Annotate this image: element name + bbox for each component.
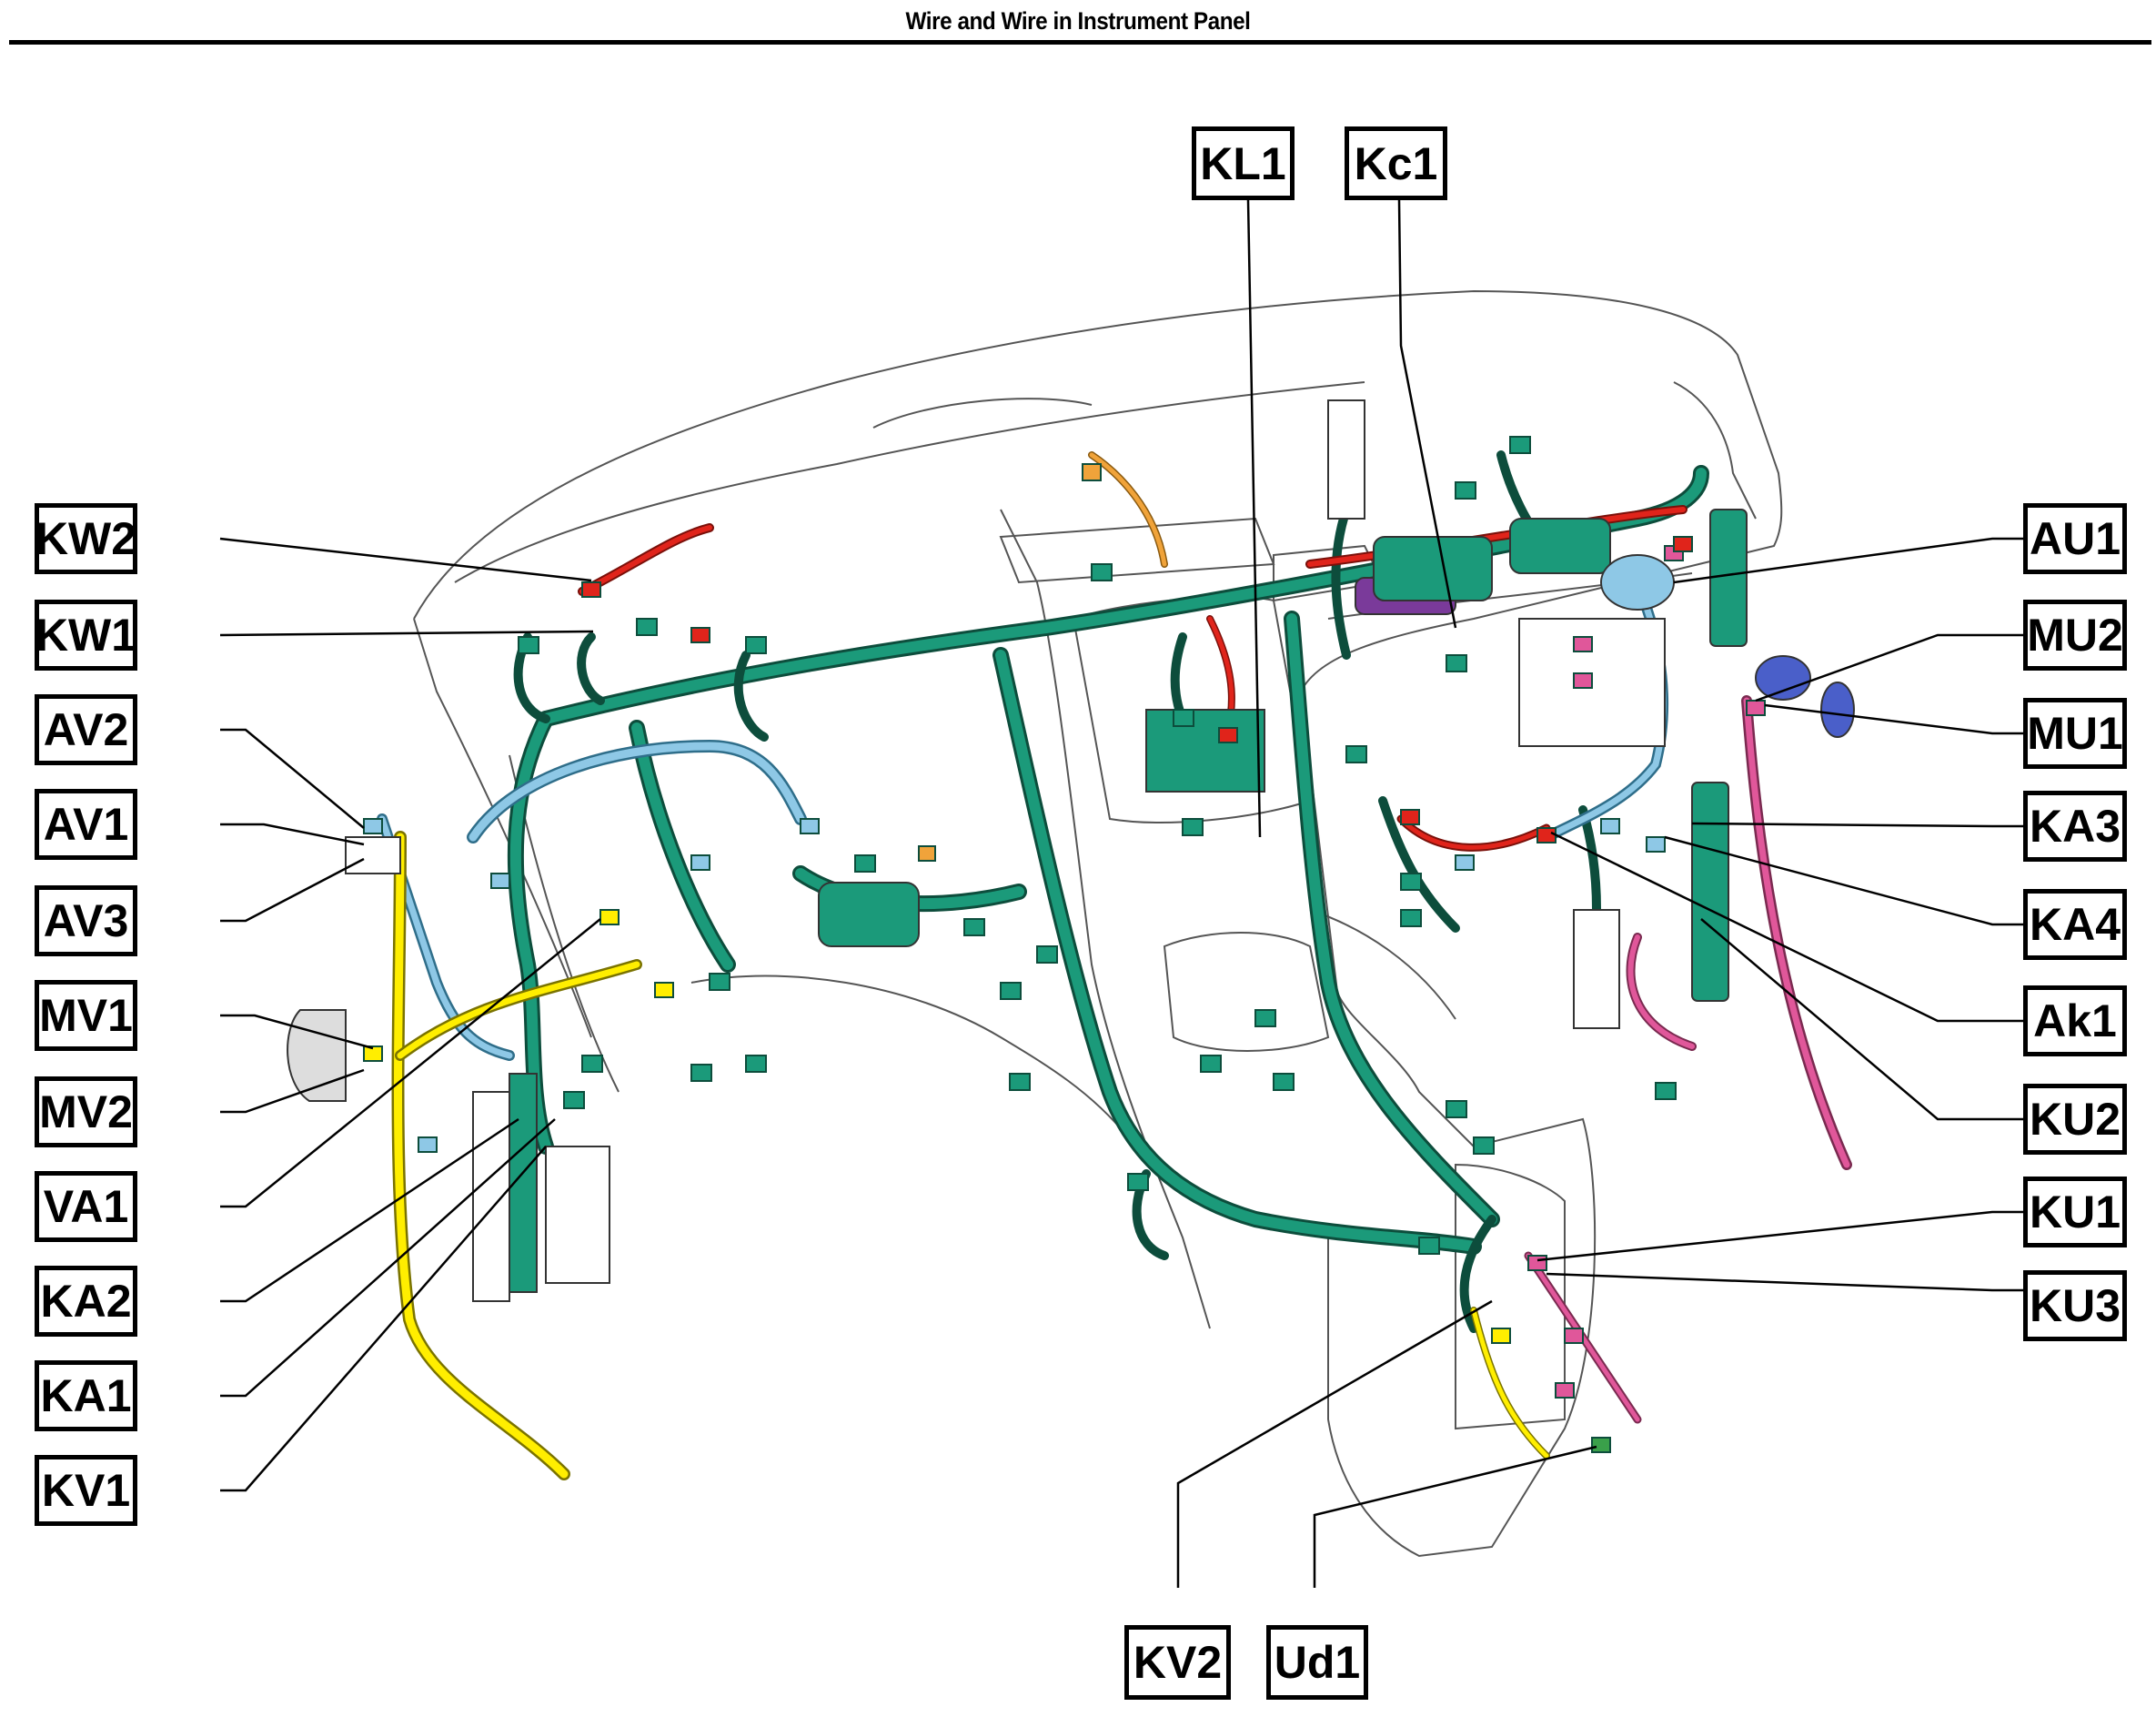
- callout-KA1: KA1: [35, 1360, 137, 1431]
- callout-KA2: KA2: [35, 1266, 137, 1337]
- callout-KL1: KL1: [1192, 126, 1295, 200]
- connectors: [363, 436, 1766, 1453]
- components: [287, 399, 1855, 1302]
- leader-lines: [219, 199, 2023, 1588]
- callout-AU1: AU1: [2023, 503, 2127, 574]
- title-rule: [9, 40, 2151, 45]
- callout-MV1: MV1: [35, 980, 137, 1051]
- callout-MU2: MU2: [2023, 600, 2127, 671]
- callout-MV2: MV2: [35, 1076, 137, 1147]
- callout-KU3: KU3: [2023, 1270, 2127, 1341]
- callout-KV2: KV2: [1124, 1625, 1231, 1700]
- yellow-harness: [391, 831, 1550, 1480]
- callout-KU1: KU1: [2023, 1177, 2127, 1247]
- callout-MU1: MU1: [2023, 698, 2127, 769]
- callout-KV1: KV1: [35, 1455, 137, 1526]
- callout-KU2: KU2: [2023, 1084, 2127, 1155]
- callout-Kc1: Kc1: [1345, 126, 1447, 200]
- callout-AV1: AV1: [35, 789, 137, 860]
- callout-AV2: AV2: [35, 694, 137, 765]
- callout-KW1: KW1: [35, 600, 137, 671]
- callout-KA3: KA3: [2023, 791, 2127, 862]
- callout-Ak1: Ak1: [2023, 985, 2127, 1056]
- callout-KW2: KW2: [35, 503, 137, 574]
- callout-AV3: AV3: [35, 885, 137, 956]
- page-title: Wire and Wire in Instrument Panel: [905, 7, 1251, 35]
- callout-KA4: KA4: [2023, 889, 2127, 960]
- callout-Ud1: Ud1: [1266, 1625, 1368, 1700]
- main-harness: [507, 450, 1709, 1333]
- callout-VA1: VA1: [35, 1171, 137, 1242]
